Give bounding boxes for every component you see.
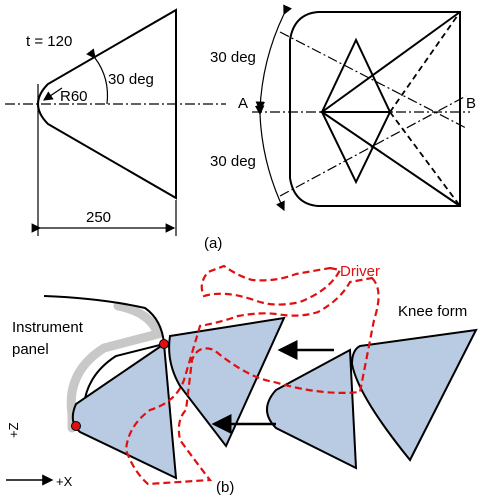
- radius-label: R60: [60, 88, 88, 105]
- upper-angle-arc: [255, 4, 292, 112]
- airbag-knee-right: [350, 328, 478, 462]
- radius-leader: [43, 87, 63, 101]
- panel-a-side-view: t = 120 30 deg R60 250: [5, 8, 226, 236]
- instrument-label-line2: panel: [12, 341, 49, 358]
- upper-triangle: [320, 37, 392, 113]
- panel-b: +X +Z Driver Instrument panel Knee form …: [6, 263, 478, 496]
- point-b-label: B: [466, 95, 476, 112]
- x-axis-label: +X: [56, 474, 73, 489]
- fold-dash-lower: [389, 111, 461, 207]
- driver-label: Driver: [340, 263, 380, 280]
- guide-line-lower: [279, 95, 467, 197]
- contact-point-upper: [159, 339, 169, 349]
- fold-dash-upper: [389, 11, 461, 113]
- point-a-label: A: [238, 95, 248, 112]
- lower-triangle: [320, 111, 392, 185]
- upper-angle-label: 30 deg: [210, 49, 256, 66]
- caption-b: (b): [216, 479, 234, 496]
- instrument-panel-shadow: [66, 301, 164, 433]
- airbag-knee-left: [266, 348, 358, 470]
- panel-a-fold-view: 30 deg 30 deg A B: [210, 4, 476, 212]
- airbag-upper-triangle: [168, 316, 286, 448]
- instrument-label-line1: Instrument: [12, 319, 84, 336]
- lower-angle-label: 30 deg: [210, 153, 256, 170]
- driver-outline: [124, 264, 380, 486]
- fold-line-upper: [321, 11, 461, 113]
- thickness-label: t = 120: [26, 33, 72, 50]
- angle-label: 30 deg: [108, 71, 154, 88]
- instrument-panel-outline: [43, 295, 166, 427]
- z-axis-label: +Z: [6, 422, 21, 438]
- fold-line-lower: [321, 111, 461, 207]
- contact-point-lower: [71, 421, 81, 431]
- knee-form-label: Knee form: [398, 303, 467, 320]
- airbag-fold-outline: [289, 11, 461, 207]
- width-label: 250: [86, 209, 111, 226]
- caption-a: (a): [204, 235, 222, 252]
- airbag-lower-triangle: [71, 342, 178, 480]
- guide-line-upper: [279, 31, 467, 129]
- angle-arc-30: [86, 48, 109, 105]
- lower-angle-arc: [254, 105, 285, 212]
